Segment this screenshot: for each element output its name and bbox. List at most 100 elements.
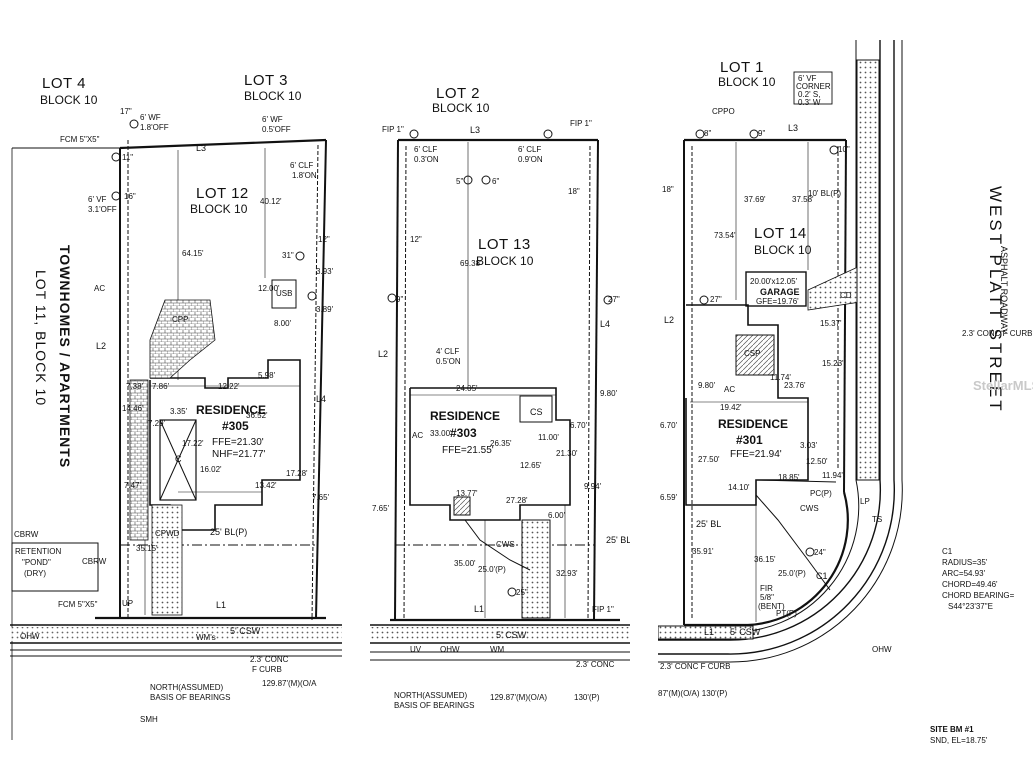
bearing-label-303: 129.87'(M)(O/A): [490, 693, 548, 702]
dry-label: (DRY): [24, 569, 47, 578]
lot-4-block-label: BLOCK 10: [40, 93, 98, 107]
setback-25-label: 25' BL: [696, 519, 722, 529]
dim-13-77: 13.77': [456, 489, 478, 498]
line-l3-label-303: L3: [470, 125, 481, 135]
lot-14-label: LOT 14: [754, 225, 807, 242]
slab-cs-label: CS: [530, 407, 543, 417]
curb-label-301-b: 2.3' CONC F CURB: [962, 329, 1033, 338]
line-l3-label-301: L3: [788, 123, 799, 133]
dim-33-00: 33.00': [430, 429, 452, 438]
curb-label: 2.3' CONC: [250, 655, 289, 664]
dim-7-86: 7.86': [152, 382, 170, 391]
fip-label-b: FIP 1": [570, 119, 592, 128]
cppo-label: CPPO: [712, 107, 735, 116]
dim-7-65: 7.65': [312, 493, 330, 502]
pc-label: PC(P): [810, 489, 832, 498]
overhead-wire-label: OHW: [20, 632, 40, 641]
ac-unit-label-303: AC: [412, 431, 424, 440]
dim-24-05: 24.05': [456, 384, 478, 393]
gfe-label: GFE=19.76': [756, 297, 799, 306]
dim-12-50: 12.50': [806, 457, 828, 466]
cbrw-label: CBRW: [14, 530, 39, 539]
tree-17-label: 17": [120, 107, 132, 116]
dim-6-00: 6.00': [548, 511, 566, 520]
basis-label-303: BASIS OF BEARINGS: [394, 701, 475, 710]
dim-27-28: 27.28': [506, 496, 528, 505]
curb-type-label: F CURB: [252, 665, 282, 674]
curve-arc: ARC=54.93': [942, 569, 986, 578]
lot-2-block-label: BLOCK 10: [432, 101, 490, 115]
bearing-label: 129.87'(M)(O/A: [262, 679, 317, 688]
line-l2-label: L2: [96, 341, 107, 351]
dim-15-23: 15.23': [822, 359, 844, 368]
curve-chord-bearing-value: S44°23'37"E: [948, 602, 993, 611]
fip-label-a: FIP 1": [382, 125, 404, 134]
light-pole-label: LP: [860, 497, 870, 506]
survey-panel-305: LOT 4 BLOCK 10 LOT 3 BLOCK 10 LOT 12 BLO…: [0, 0, 342, 774]
pt-label: PT(P): [776, 609, 797, 618]
lot-13-block-label: BLOCK 10: [476, 254, 534, 268]
dim-69-38: 69.38': [460, 259, 482, 268]
pond-label: "POND": [22, 558, 51, 567]
tree-5-label: 5": [456, 177, 464, 186]
dim-19-42: 19.42': [720, 403, 742, 412]
usb-label: USB: [276, 289, 293, 298]
tree-11-label: 11": [122, 153, 134, 162]
traffic-sign-label: TS: [872, 515, 883, 524]
fir-bent-label: (BENT): [758, 602, 785, 611]
fir-label: FIR: [760, 584, 773, 593]
porch-c-label: C: [175, 454, 182, 464]
curb-label-303: 2.3' CONC: [576, 660, 615, 669]
dim-7-47: 7.47': [124, 481, 142, 490]
survey-panel-303: LOT 2 BLOCK 10 LOT 13 BLOCK 10 RESIDENCE…: [370, 0, 630, 774]
curve-chord-bearing: CHORD BEARING=: [942, 591, 1015, 600]
lot-2-label: LOT 2: [436, 85, 480, 102]
curve-radius: RADIUS=35': [942, 558, 988, 567]
lot-1-label: LOT 1: [720, 59, 764, 76]
line-l1-label-301: L1: [704, 627, 715, 637]
chain-fence-label: 6' CLF: [290, 161, 314, 170]
dim-64-15: 64.15': [182, 249, 204, 258]
dim-17-28: 17.28': [286, 469, 308, 478]
ac-unit-label: AC: [94, 284, 106, 293]
residence-label-301: RESIDENCE: [718, 417, 789, 431]
garage-label: GARAGE: [760, 287, 800, 297]
corner-fence-label: 6' VF: [798, 74, 817, 83]
line-l2-label-301: L2: [664, 315, 675, 325]
dim-8-00: 8.00': [274, 319, 292, 328]
corner-label: CORNER: [796, 82, 831, 91]
setback-label-303: 25' BL(P): [606, 535, 630, 545]
tree-18-label: 18": [568, 187, 580, 196]
tree-6-label: 6": [492, 177, 500, 186]
wood-fence-label: 6' WF: [140, 113, 161, 122]
dim-32-93: 32.93': [556, 569, 578, 578]
survey-panel-301: LOT 1 BLOCK 10 LOT 14 BLOCK 10 6' VF COR…: [658, 0, 1033, 774]
townhomes-label: TOWNHOMES / APARTMENTS: [57, 245, 73, 469]
ffe-label-303: FFE=21.55': [442, 445, 494, 456]
lot-12-block-label: BLOCK 10: [190, 202, 248, 216]
dim-3-03: 3.03': [800, 441, 818, 450]
water-meter-label: WM's: [196, 633, 216, 642]
residence-label-303: RESIDENCE: [430, 409, 501, 423]
dim-14-46: 14.46': [122, 404, 144, 413]
lot-11-label: LOT 11, BLOCK 10: [33, 270, 49, 407]
tree-27-label-301: 27": [710, 295, 722, 304]
utility-vault-label-303: UV: [410, 645, 422, 654]
chain-fence-b-offset: 0.9'ON: [518, 155, 543, 164]
cbrw-label-2: CBRW: [82, 557, 107, 566]
basis-label: BASIS OF BEARINGS: [150, 693, 231, 702]
dim-11-00: 11.00': [538, 433, 559, 442]
lot-13-label: LOT 13: [478, 236, 531, 253]
survey-linework-301: [658, 40, 903, 663]
cpwd-label: CPWD: [155, 529, 180, 538]
survey-linework-303: [370, 129, 630, 661]
line-l4-label-303: L4: [600, 319, 611, 329]
dim-7-29: 7.29': [148, 419, 166, 428]
lot-3-label: LOT 3: [244, 72, 288, 89]
walkway-cws-label: CWS: [496, 540, 515, 549]
lot-1-block-label: BLOCK 10: [718, 75, 776, 89]
north-label: NORTH(ASSUMED): [150, 683, 224, 692]
dim-11-94: 11.94': [822, 471, 843, 480]
dim-7-65-303: 7.65': [372, 504, 390, 513]
dim-27-50: 27.50': [698, 455, 720, 464]
